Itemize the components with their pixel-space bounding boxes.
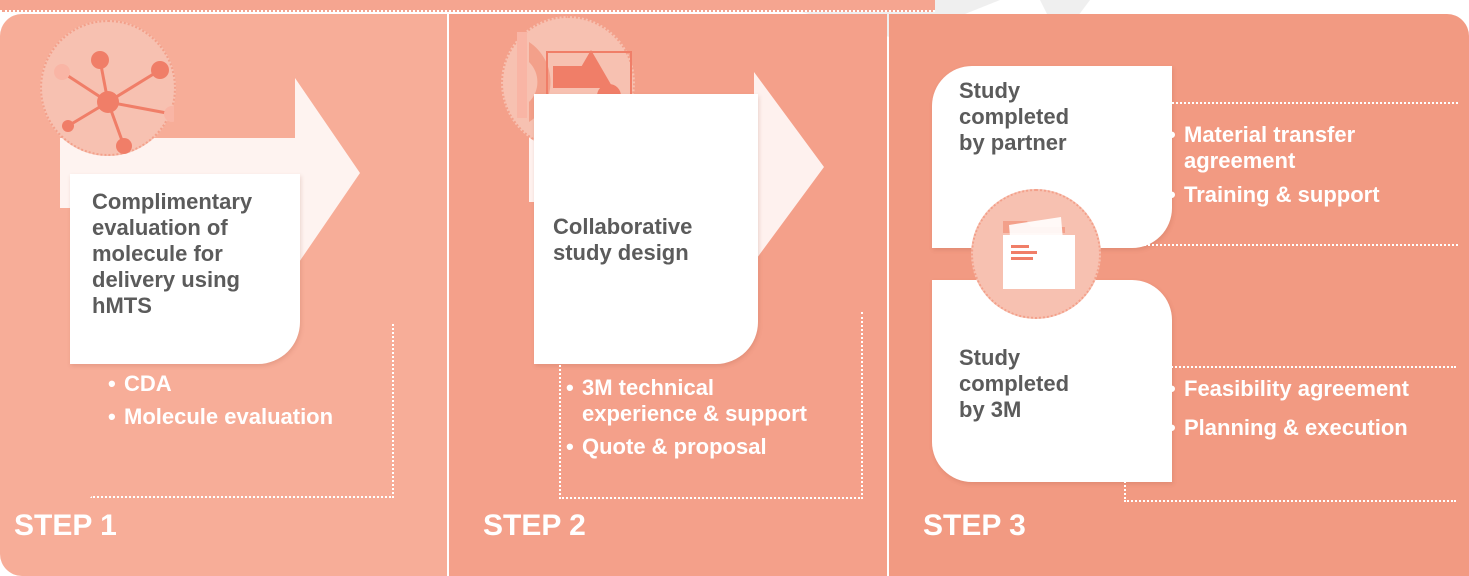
threem-bullet: •Planning & execution xyxy=(1168,415,1408,440)
card-line: by partner xyxy=(959,130,1067,155)
step1-arrow xyxy=(60,78,360,268)
card-line: delivery using xyxy=(92,267,240,292)
step2-card-text: Collaborative study design xyxy=(553,214,692,266)
step3-label: STEP 3 xyxy=(923,509,1026,542)
card-line: molecule for xyxy=(92,241,223,266)
card-line: evaluation of xyxy=(92,215,228,240)
card-line: Collaborative xyxy=(553,214,693,239)
step1-label: STEP 1 xyxy=(14,509,117,542)
folder-icon xyxy=(971,189,1101,319)
card-line: by 3M xyxy=(959,397,1022,422)
threem-bullet-box xyxy=(1124,366,1456,502)
partner-bullet: agreement xyxy=(1184,148,1296,173)
card-line: completed xyxy=(959,371,1070,396)
card-line: Study xyxy=(959,78,1021,103)
molecule-icon xyxy=(40,20,180,156)
partner-bullet: •Training & support xyxy=(1168,182,1380,207)
step2-card xyxy=(534,94,758,364)
card-line: Complimentary xyxy=(92,189,253,214)
threem-bullet: •Feasibility agreement xyxy=(1168,376,1409,401)
step1-card xyxy=(70,174,300,364)
step1-bullet: •Molecule evaluation xyxy=(108,404,334,429)
step3-panel: Study completed by partner •Material tra… xyxy=(889,14,1469,576)
step2-bullet: •3M technical xyxy=(566,375,715,400)
partner-bullet-box xyxy=(1136,102,1458,246)
step1-bullet-box xyxy=(90,324,394,498)
top-banner-strip xyxy=(0,0,935,12)
step2-label: STEP 2 xyxy=(483,509,586,542)
step2-bullet-box xyxy=(559,312,863,499)
threem-card-text: Study completed by 3M xyxy=(959,345,1069,423)
card-line: study design xyxy=(553,240,689,265)
card-line: Study xyxy=(959,345,1021,370)
partner-card-text: Study completed by partner xyxy=(959,78,1069,156)
step1-card-text: Complimentary evaluation of molecule for… xyxy=(92,189,252,319)
step2-panel: Collaborative study design •3M technical… xyxy=(449,14,887,576)
step2-bullet: experience & support xyxy=(582,401,807,426)
partner-bullet: •Material transfer xyxy=(1168,122,1356,147)
step1-bullet: •CDA xyxy=(108,371,172,396)
step1-panel: Complimentary evaluation of molecule for… xyxy=(0,14,447,576)
step2-bullet: •Quote & proposal xyxy=(566,434,767,459)
card-line: completed xyxy=(959,104,1070,129)
card-line: hMTS xyxy=(92,293,152,318)
